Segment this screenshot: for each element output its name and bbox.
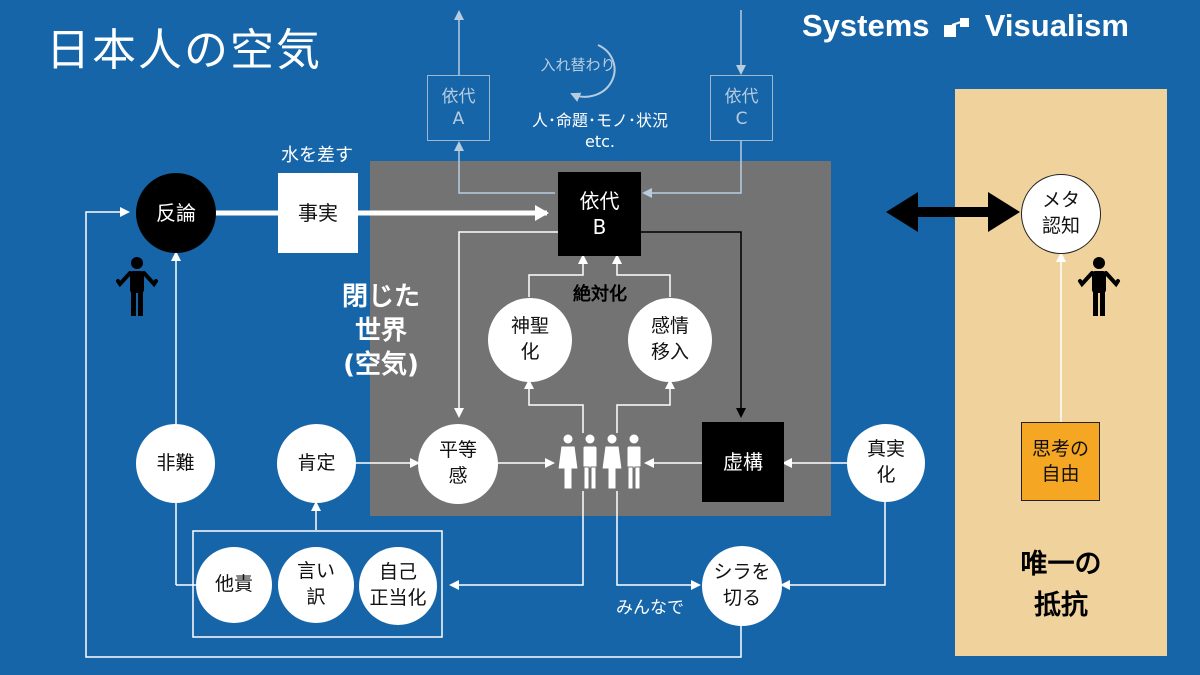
replacement-label: 入れ替わり [540,56,616,74]
replacement-cycle-icon [570,44,616,102]
yorishiro-A-box: 依代 A [427,75,490,141]
person-right-icon [1078,257,1120,316]
yorishiro-B-node: 依代 B [558,172,641,256]
fact-node: 事実 [278,173,358,253]
yorishiro-C-box: 依代 C [710,75,773,141]
only-resistance-label: 唯一の 抵抗 [1020,549,1102,621]
yorishiro-to-fiction-arrow [641,231,746,418]
closed-world-label: 閉じた 世界 (空気) [341,282,420,380]
play-dumb-node: シラを 切る [702,546,782,626]
together-label: みんなで [616,598,684,618]
person-left-icon [116,257,158,316]
excuse-node: 言い 訳 [278,547,354,623]
blame-others-node: 他責 [196,547,272,623]
equality-node: 平等 感 [418,424,498,504]
mizu-wo-sasu-label: 水を差す [281,145,353,166]
freedom-of-thought-node: 思考の 自由 [1021,422,1100,501]
yorishiro-C-flow [642,10,746,198]
affirmation-node: 肯定 [277,424,356,503]
sanctification-node: 神聖 化 [488,298,572,382]
yorishiro-items-label: 人･命題･モノ･状況 etc. [531,111,668,151]
brand-text-left: Systems [802,8,930,43]
empathy-node: 感情 移入 [628,298,712,382]
brand-text-right: Visualism [984,8,1129,43]
metacognition-node: メタ 認知 [1021,174,1101,254]
group-people-icon [557,433,642,490]
truth-making-node: 真実 化 [847,424,925,502]
fiction-node: 虚構 [702,422,784,502]
page-title: 日本人の空気 [46,25,322,76]
self-justification-node: 自己 正当化 [359,547,437,625]
systems-logo-icon [944,17,970,37]
yorishiro-A-flow [454,10,555,194]
brand-logo: Systems Visualism [802,8,1129,44]
rebuttal-node: 反論 [136,173,216,253]
absolutization-label: 絶対化 [573,284,627,305]
blame-node: 非難 [136,424,215,503]
